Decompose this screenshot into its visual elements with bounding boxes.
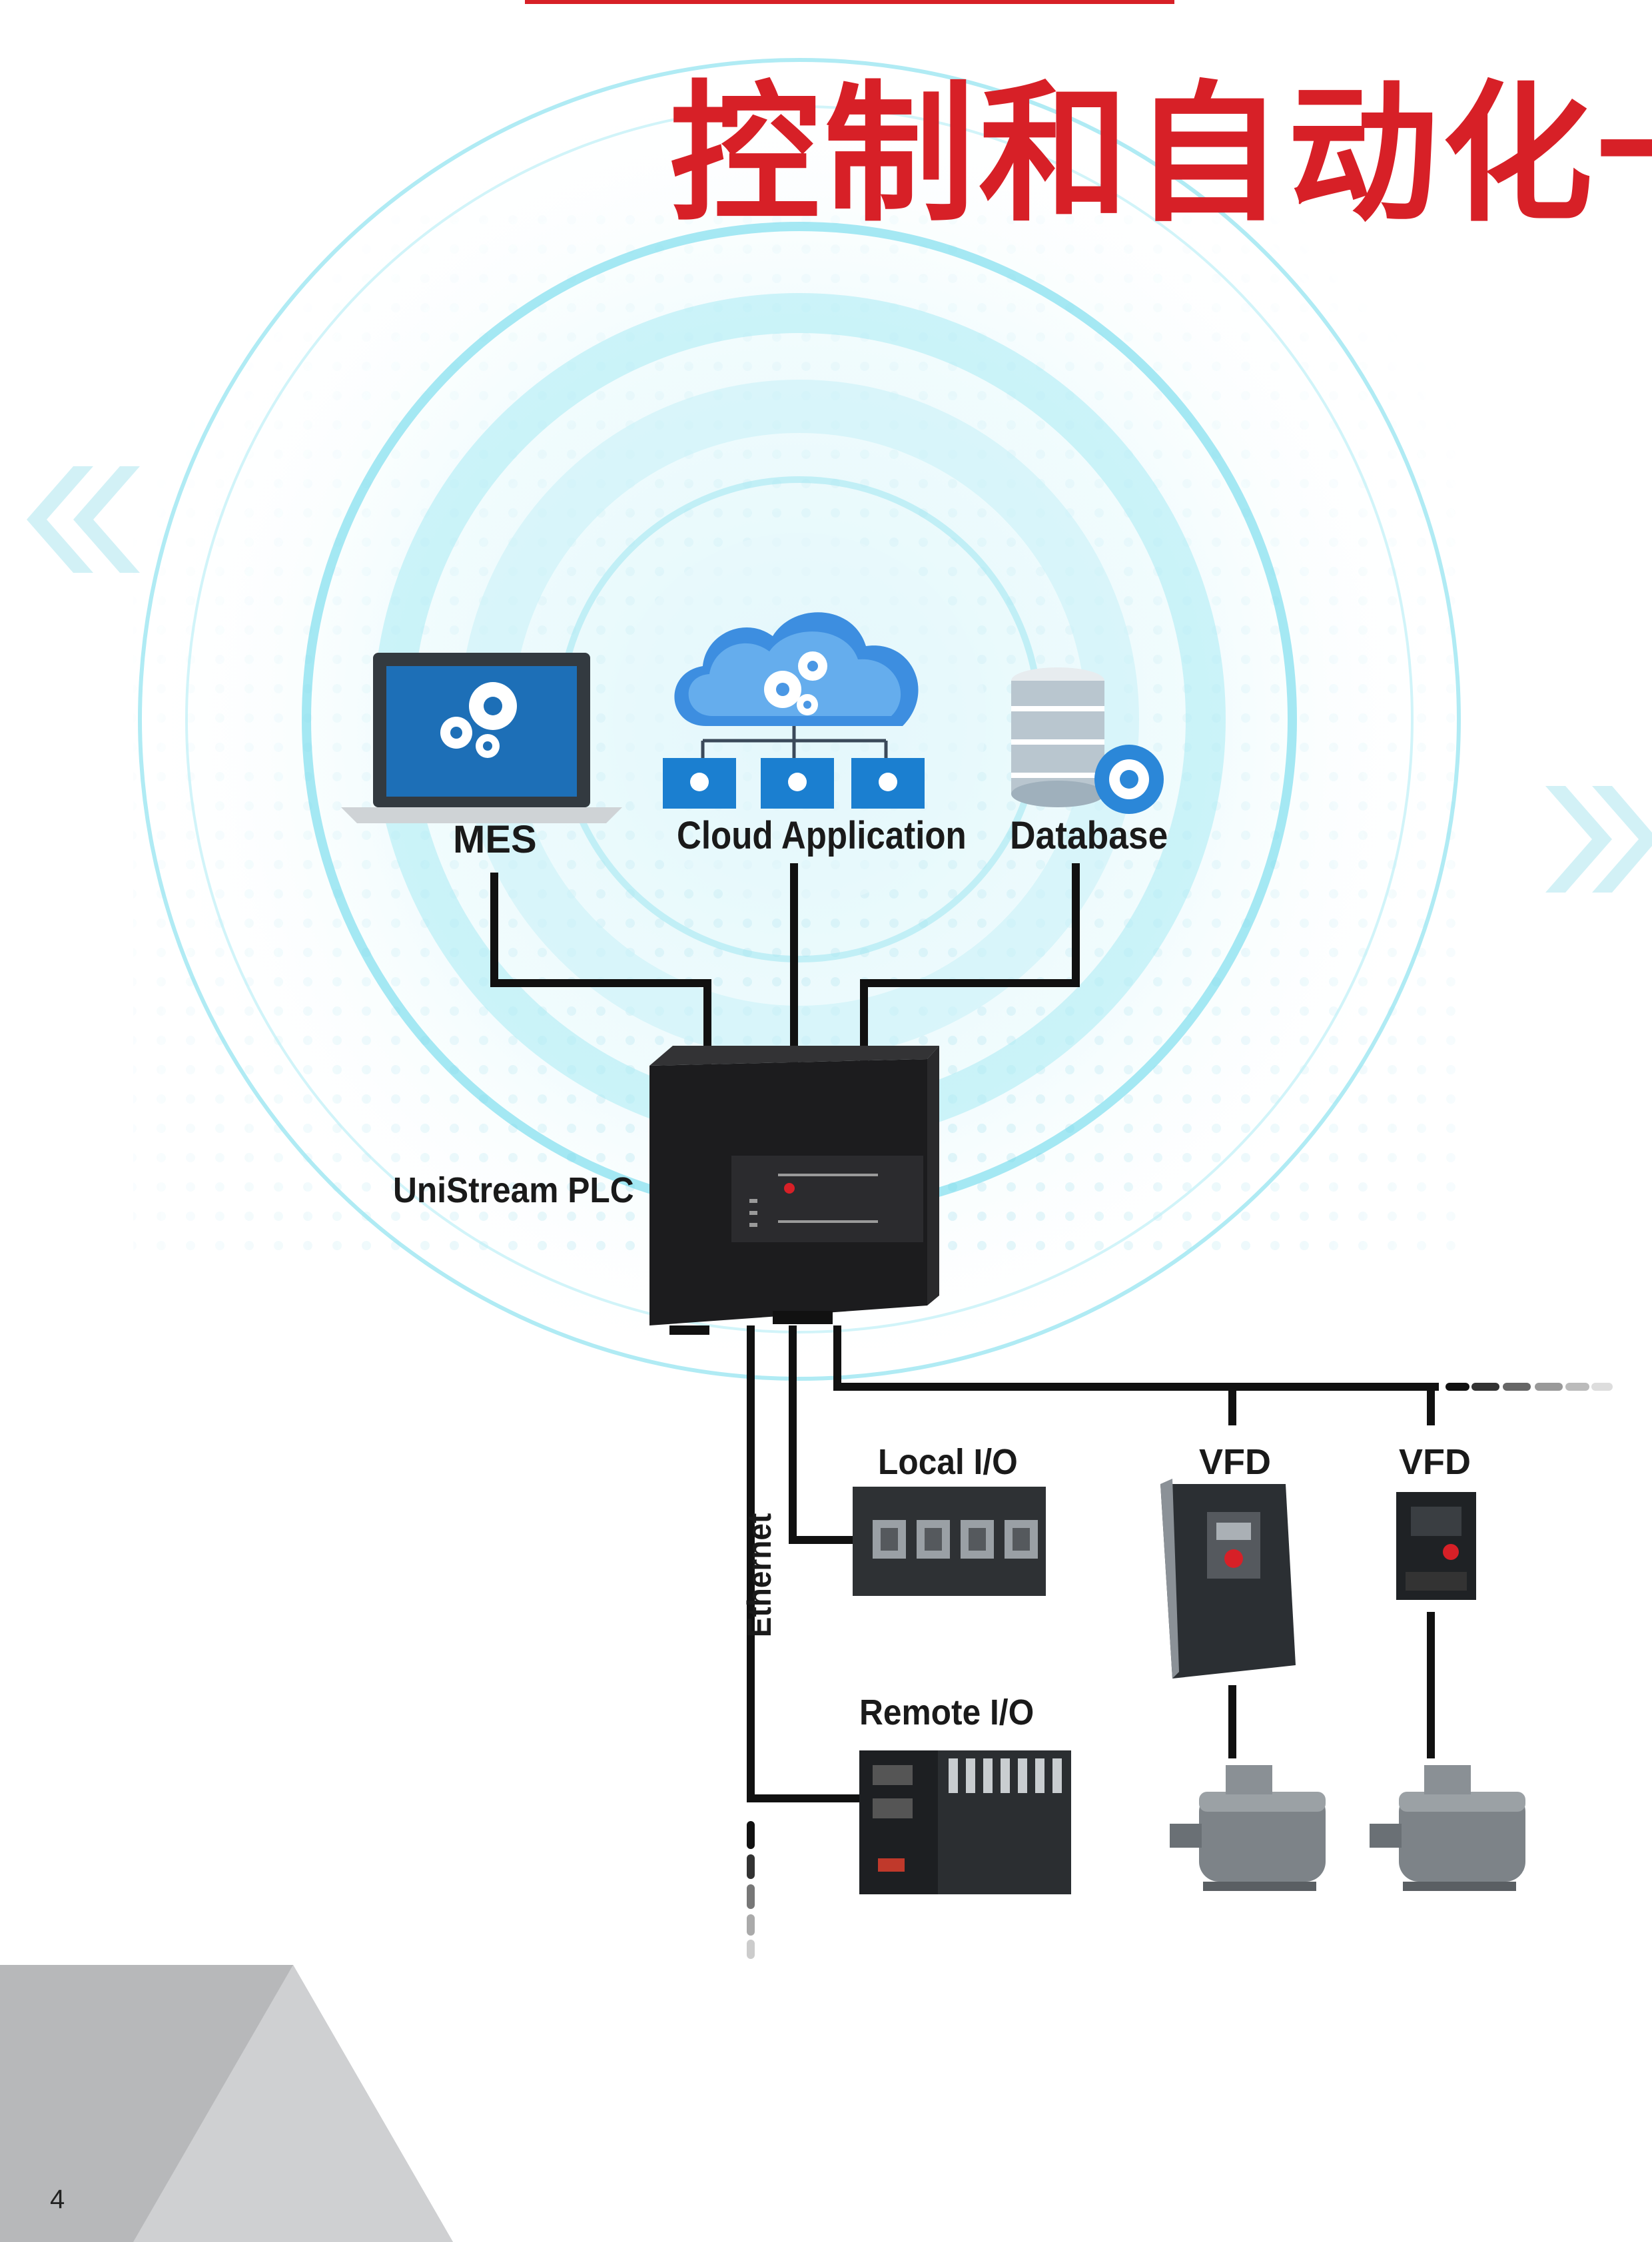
database-link <box>860 863 1080 1066</box>
cloud-gears-icon <box>663 612 925 809</box>
label-database: Database <box>1010 814 1168 857</box>
electric-motor-icon <box>1170 1765 1326 1891</box>
local-io-module-icon <box>853 1487 1046 1596</box>
label-unistream-plc: UniStream PLC <box>393 1170 634 1210</box>
plc-device-icon <box>649 1046 939 1335</box>
page-title: 控制和自动化一体 <box>669 67 1652 242</box>
mes-link <box>490 873 711 1066</box>
page-number: 4 <box>50 2185 65 2214</box>
label-remote-io: Remote I/O <box>859 1692 1034 1732</box>
remote-io-module-icon <box>859 1750 1071 1894</box>
electric-motor-icon <box>1370 1765 1525 1891</box>
label-ethernet: Ethernet <box>741 1513 778 1638</box>
label-vfd-2: VFD <box>1399 1442 1471 1482</box>
local-io-link <box>789 1325 853 1544</box>
ethernet-line <box>747 1325 859 1802</box>
vfd-drive-icon <box>1160 1479 1296 1679</box>
label-mes: MES <box>453 818 537 861</box>
label-vfd-1: VFD <box>1199 1442 1271 1482</box>
laptop-gears-icon <box>341 653 622 823</box>
vfd-drive-icon <box>1396 1492 1476 1600</box>
label-local-io: Local I/O <box>878 1442 1018 1482</box>
database-gear-icon <box>1011 667 1164 814</box>
label-cloud-application: Cloud Application <box>677 814 967 857</box>
vfd-bus-line <box>833 1325 1439 1391</box>
